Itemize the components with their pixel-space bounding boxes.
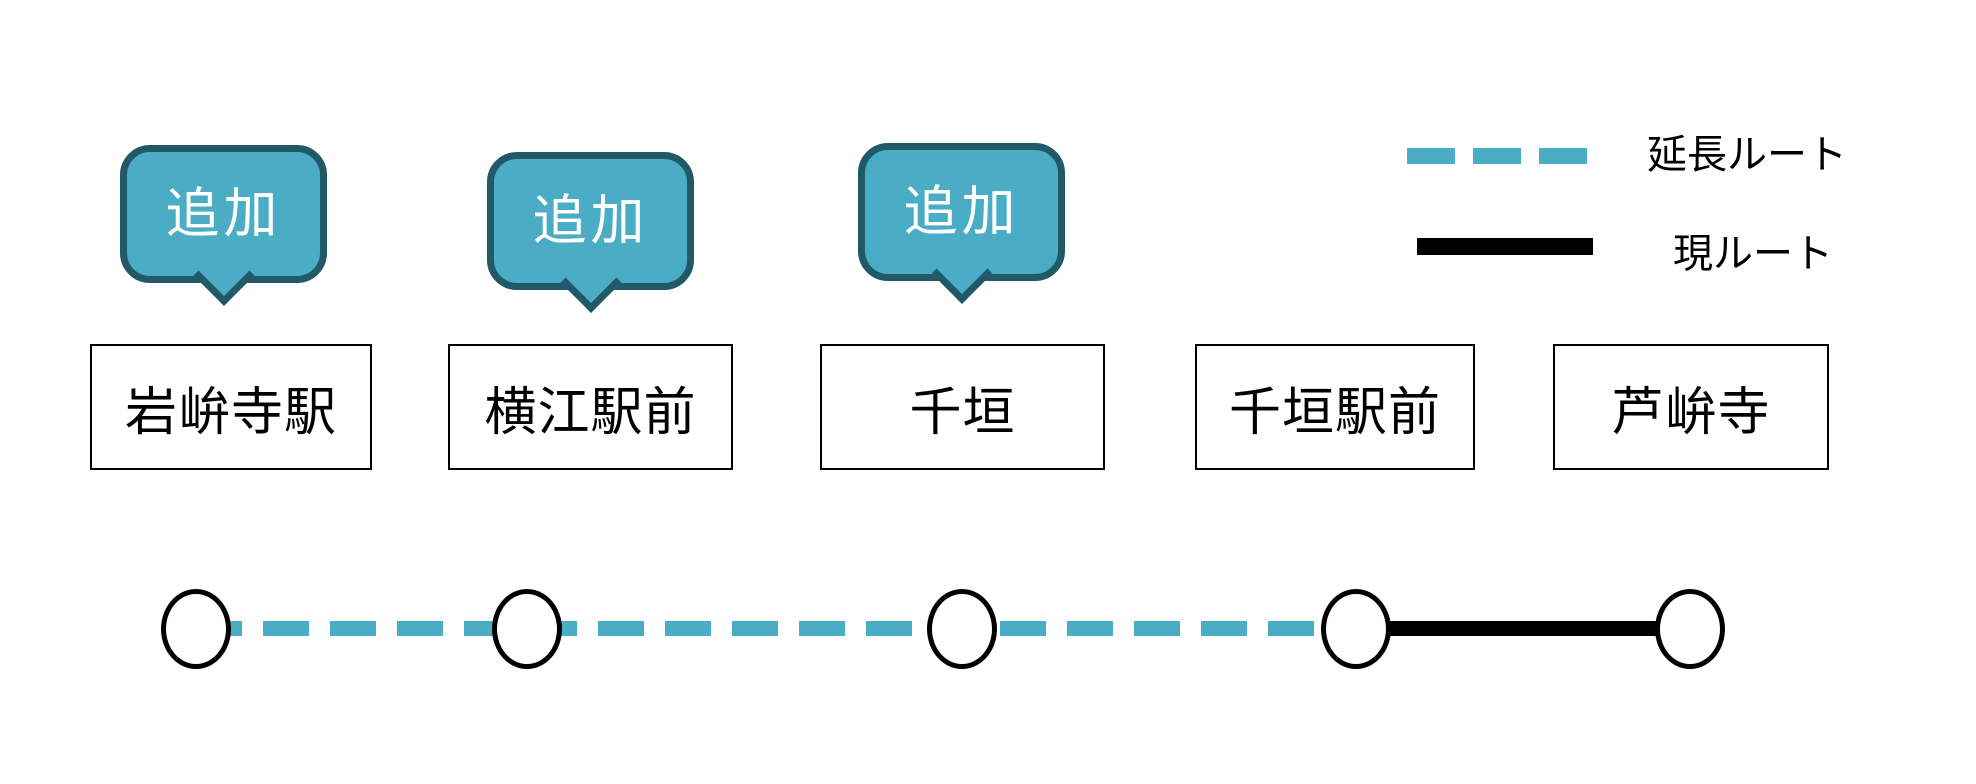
callout-tail-icon <box>560 252 621 313</box>
station-name: 芦峅寺 <box>1611 383 1771 442</box>
callout-bubble-2: 追加 <box>487 152 694 313</box>
station-box-1: 岩峅寺駅 <box>90 344 372 470</box>
callout-tail-icon <box>931 243 992 304</box>
station-box-4: 千垣駅前 <box>1195 344 1475 470</box>
station-box-5: 芦峅寺 <box>1553 344 1829 470</box>
callout-bubble-3: 追加 <box>858 143 1065 304</box>
station-box-2: 横江駅前 <box>448 344 733 470</box>
callout-label: 追加 <box>903 182 1020 242</box>
callout-label: 追加 <box>165 184 282 244</box>
legend-label-extension-route: 延長ルート <box>1647 133 1847 177</box>
legend-dashed-line-swatch <box>1407 148 1587 164</box>
station-box-3: 千垣 <box>820 344 1105 470</box>
route-node-2 <box>492 589 562 669</box>
current-route-line <box>1356 621 1690 636</box>
callout-bubble-1: 追加 <box>120 145 327 306</box>
extension-route-line <box>196 621 1356 636</box>
station-name: 千垣駅前 <box>1228 383 1441 442</box>
station-name: 岩峅寺駅 <box>124 383 337 442</box>
route-node-5 <box>1655 589 1725 669</box>
route-node-3 <box>927 589 997 669</box>
callout-tail-icon <box>193 245 254 306</box>
legend-label-current-route: 現ルート <box>1673 232 1833 276</box>
legend-solid-line-swatch <box>1417 238 1593 255</box>
station-name: 千垣 <box>909 383 1016 442</box>
route-node-1 <box>161 589 231 669</box>
route-node-4 <box>1321 589 1391 669</box>
station-name: 横江駅前 <box>484 383 697 442</box>
callout-label: 追加 <box>532 191 649 251</box>
